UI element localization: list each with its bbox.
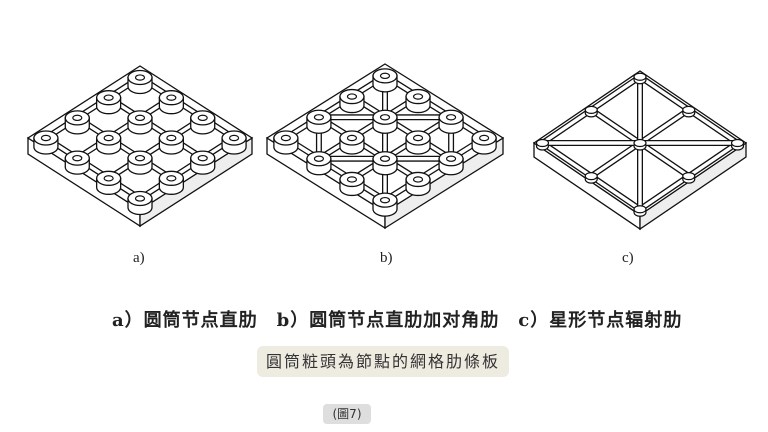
cylinder-node-hole	[72, 114, 83, 122]
rib-fill	[350, 115, 453, 182]
cylinder-node-hole	[445, 155, 457, 162]
figure-title: 圓筒粧頭為節點的網格肋條板	[257, 346, 509, 377]
star-node-top	[584, 105, 598, 114]
cylinder-node-hole	[379, 72, 391, 80]
cylinder-node-hole	[197, 154, 208, 162]
star-node-top	[682, 172, 696, 181]
cylinder-node-hole	[134, 154, 146, 162]
panel-b-label: b)	[380, 250, 393, 266]
cylinder-node-hole	[313, 114, 325, 121]
star-node-top	[633, 138, 647, 148]
rib-fill	[383, 74, 486, 140]
cylinder-node-hole	[166, 175, 177, 182]
panel-a-label: a)	[133, 250, 145, 266]
ribbed-plate-diagrams	[26, 63, 748, 231]
cylinder-node-hole	[72, 154, 83, 162]
rib-fill	[138, 136, 236, 201]
cylinder-node-hole	[103, 94, 114, 101]
rib-fill	[44, 75, 142, 140]
plate-a	[26, 65, 254, 228]
cylinder-node-hole	[280, 134, 291, 142]
cylinder-node-hole	[228, 134, 240, 142]
rib-fill	[106, 95, 205, 160]
rib-fill	[44, 136, 142, 201]
star-node-top	[633, 205, 647, 214]
cylinder-node-hole	[197, 114, 208, 122]
rib-fill	[383, 136, 486, 202]
plate-c	[532, 70, 748, 231]
rib-fill	[75, 95, 174, 160]
cylinder-node-hole	[166, 134, 177, 142]
plate-b	[265, 63, 505, 230]
cylinder-node-hole	[103, 175, 114, 182]
rib-fill	[284, 74, 387, 140]
cylinder-node-hole	[103, 134, 114, 142]
star-node-top	[730, 138, 745, 148]
cylinder-node-hole	[412, 176, 424, 183]
cylinder-node-hole	[379, 196, 391, 204]
figure-number: (圖7)	[323, 404, 371, 424]
cylinder-node-hole	[134, 195, 146, 202]
figure-caption: a）圆筒节点直肋 b）圆筒节点直肋加对角肋 c）星形节点辐射肋	[112, 310, 683, 331]
cylinder-node-hole	[346, 134, 358, 142]
cylinder-node-hole	[346, 176, 358, 183]
cylinder-node-hole	[479, 134, 490, 142]
cylinder-node-hole	[379, 155, 391, 162]
rib-fill	[284, 136, 387, 202]
cylinder-node-hole	[134, 74, 146, 81]
star-node-top	[584, 172, 598, 181]
rib-fill	[106, 116, 205, 181]
cylinder-node-hole	[134, 114, 146, 122]
cylinder-node-hole	[166, 94, 177, 101]
cylinder-node-hole	[313, 155, 325, 162]
cylinder-node-hole	[40, 134, 52, 142]
cylinder-node-hole	[445, 114, 457, 121]
cylinder-node-hole	[412, 93, 424, 100]
rib-fill	[138, 75, 236, 140]
rib-fill	[350, 94, 453, 161]
panel-c-label: c)	[622, 250, 634, 266]
cylinder-node-hole	[412, 134, 424, 142]
rib-fill	[317, 94, 420, 161]
cylinder-node-hole	[346, 93, 358, 100]
star-node-top	[633, 72, 647, 81]
rib-fill	[75, 116, 174, 181]
cylinder-node-hole	[379, 114, 391, 121]
rib-fill	[317, 115, 420, 182]
star-node-top	[535, 138, 550, 148]
star-node-top	[682, 105, 696, 114]
